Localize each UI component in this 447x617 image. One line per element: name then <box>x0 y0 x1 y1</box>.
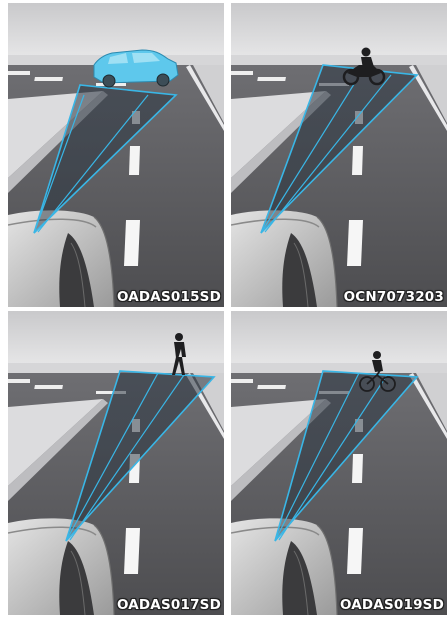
figure-panel-car: OADAS015SD <box>8 3 224 307</box>
car-detection-illustration <box>8 3 224 307</box>
figure-panel-motorcycle: OCN7073203 <box>231 3 447 307</box>
figure-code-label: OADAS015SD <box>117 289 221 305</box>
bicycle-detection-illustration <box>231 311 447 615</box>
pedestrian-detection-illustration <box>8 311 224 615</box>
motorcycle-detection-illustration <box>231 3 447 307</box>
figure-code-label: OCN7073203 <box>344 289 444 305</box>
figure-code-label: OADAS019SD <box>340 597 444 613</box>
figure-code-label: OADAS017SD <box>117 597 221 613</box>
figure-panel-pedestrian: OADAS017SD <box>8 311 224 615</box>
figure-panel-bicycle: OADAS019SD <box>231 311 447 615</box>
